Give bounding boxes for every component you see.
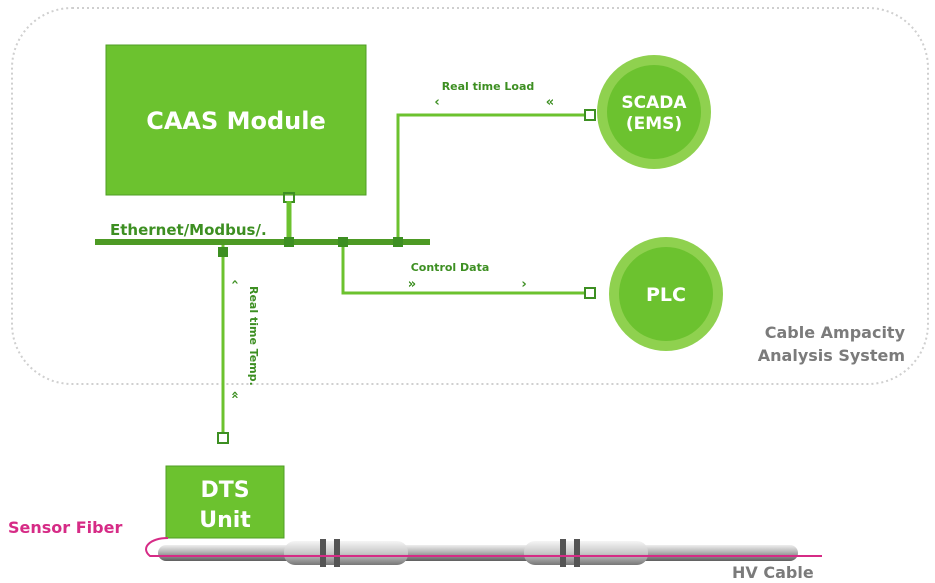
control-data-label: Control Data <box>411 261 490 274</box>
realtime-load-label: Real time Load <box>442 80 535 93</box>
sensor-fiber <box>145 537 822 557</box>
realtime-load-arrow-left: ‹ <box>434 95 439 110</box>
bus-node-caas <box>284 237 294 247</box>
realtime-temp-label: Real time Temp. <box>247 286 260 386</box>
bus-node-plc <box>338 237 348 247</box>
control-data-arrow-right: › <box>521 277 526 292</box>
bus-node-scada <box>393 237 403 247</box>
joint-2-band-b <box>574 539 580 567</box>
plc-port <box>584 287 596 299</box>
cable-joint-1 <box>284 541 408 565</box>
realtime-temp-arrow-single: ‹ <box>227 279 242 284</box>
ethernet-bus-label: Ethernet/Modbus/. <box>110 221 267 239</box>
scada-label-line1: SCADA <box>621 93 687 113</box>
system-label-line1: Cable Ampacity <box>765 323 906 342</box>
hv-cable-label: HV Cable <box>732 563 814 582</box>
dts-unit-box <box>165 465 285 539</box>
caas-module-box <box>105 44 367 196</box>
sensor-fiber-label: Sensor Fiber <box>8 518 122 537</box>
realtime-temp-arrow-double: « <box>227 391 242 399</box>
scada-link <box>396 113 585 242</box>
cable-joint-2 <box>524 541 648 565</box>
scada-label-line2: (EMS) <box>626 114 682 134</box>
dts-label-line1: DTS <box>200 478 249 503</box>
scada-port <box>584 109 596 121</box>
dts-label-line2: Unit <box>199 508 251 533</box>
plc-node-inner <box>619 247 713 341</box>
joint-2-band-a <box>560 539 566 567</box>
system-label-line2: Analysis System <box>758 346 905 365</box>
bus-node-dts <box>218 247 228 257</box>
hv-cable <box>158 545 798 561</box>
plc-label: PLC <box>646 284 686 306</box>
caas-module-label: CAAS Module <box>146 107 326 135</box>
scada-node-inner <box>607 65 701 159</box>
dts-port <box>217 432 229 444</box>
control-data-arrow-double: » <box>408 277 416 292</box>
joint-1-band-a <box>320 539 326 567</box>
realtime-load-arrow-double: « <box>546 95 554 110</box>
joint-1-band-b <box>334 539 340 567</box>
plc-link <box>341 242 585 295</box>
